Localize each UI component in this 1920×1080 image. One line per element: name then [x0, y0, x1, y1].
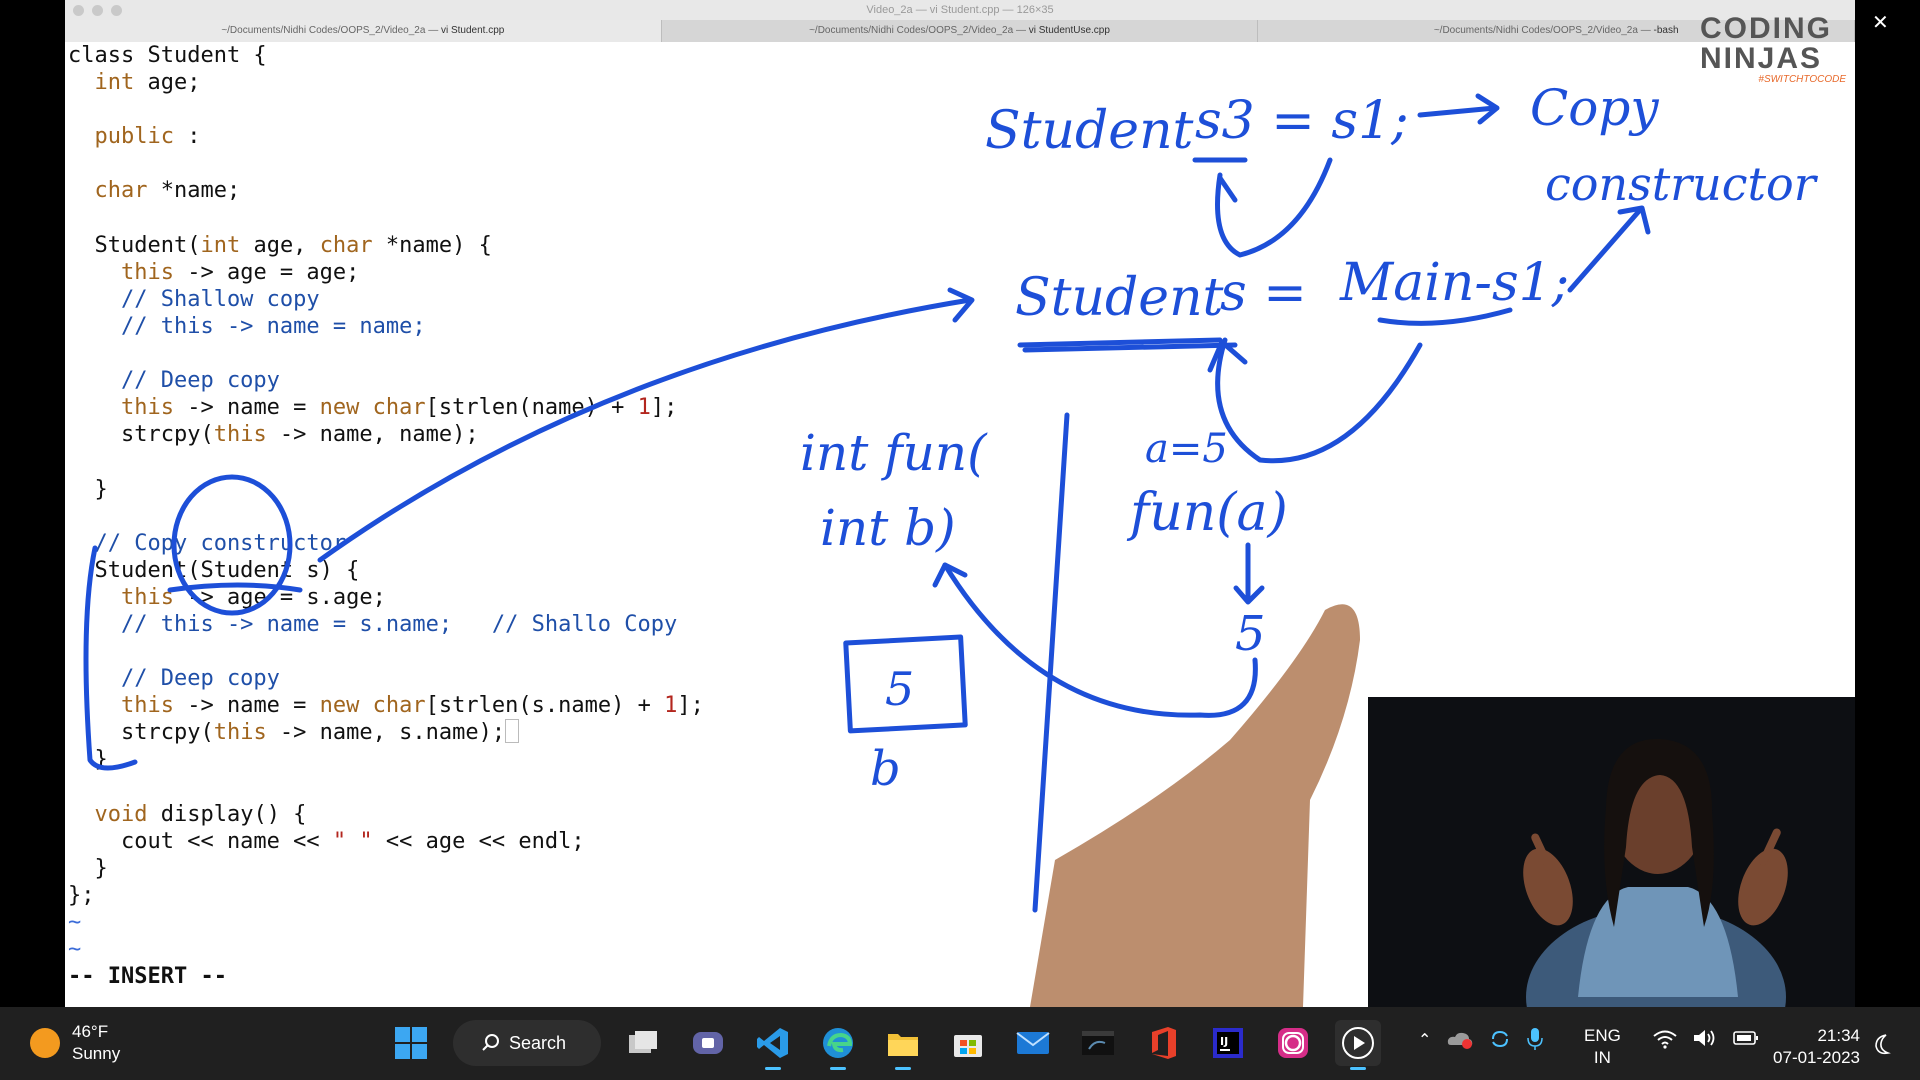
- code-line[interactable]: class Student {: [68, 43, 267, 68]
- sync-icon[interactable]: [1489, 1028, 1511, 1050]
- webcam-overlay: [1368, 697, 1855, 1007]
- code-line[interactable]: char *name;: [94, 178, 241, 204]
- sun-icon: [30, 1028, 60, 1058]
- code-line[interactable]: [68, 150, 704, 177]
- code-line[interactable]: }: [68, 855, 108, 881]
- code-line[interactable]: int age;: [94, 70, 201, 96]
- weather-temp: 46°F: [72, 1022, 109, 1041]
- folder-icon: [888, 1034, 918, 1056]
- code-line[interactable]: [68, 503, 704, 530]
- coding-ninjas-logo: CODING NINJAS #SWITCHTOCODE: [1700, 12, 1846, 86]
- code-line[interactable]: [68, 448, 704, 475]
- code-line[interactable]: void display() {: [94, 801, 307, 827]
- teams-icon: [693, 1032, 723, 1054]
- vscode-button[interactable]: [750, 1020, 796, 1070]
- svg-text:IJ: IJ: [1220, 1035, 1228, 1048]
- tab-student-cpp[interactable]: ~/Documents/Nidhi Codes/OOPS_2/Video_2a …: [65, 20, 662, 42]
- code-line[interactable]: this -> age = age;: [120, 259, 360, 285]
- store-icon: [954, 1035, 982, 1057]
- volume-icon: [1694, 1030, 1715, 1046]
- code-line[interactable]: this -> name = new char[strlen(s.name) +…: [120, 693, 704, 719]
- media-player-button[interactable]: [1335, 1020, 1381, 1070]
- terminal-tabs: ~/Documents/Nidhi Codes/OOPS_2/Video_2a …: [65, 20, 1855, 42]
- weather-widget[interactable]: 46°F Sunny: [30, 1021, 120, 1065]
- office-button[interactable]: [1140, 1020, 1186, 1066]
- code-line[interactable]: -- INSERT --: [68, 964, 227, 990]
- code-line[interactable]: this -> age = s.age;: [120, 584, 386, 610]
- mail-button[interactable]: [1010, 1020, 1056, 1066]
- task-view-button[interactable]: [620, 1020, 666, 1066]
- taskbar-search[interactable]: Search: [453, 1020, 601, 1066]
- code-line[interactable]: [68, 340, 704, 367]
- taskbar: 46°F Sunny Search IJ ⌃: [0, 1007, 1920, 1080]
- instagram-button[interactable]: [1270, 1020, 1316, 1066]
- battery-icon: [1733, 1031, 1758, 1045]
- edge-icon: [823, 1028, 853, 1058]
- code-line[interactable]: strcpy(this -> name, s.name);: [68, 719, 704, 746]
- code-line[interactable]: [68, 205, 704, 232]
- office-icon: [1152, 1027, 1176, 1059]
- tab-studentuse-cpp[interactable]: ~/Documents/Nidhi Codes/OOPS_2/Video_2a …: [662, 20, 1259, 42]
- play-icon: [1342, 1027, 1374, 1059]
- edge-button[interactable]: [815, 1020, 861, 1070]
- intellij-button[interactable]: IJ: [1205, 1020, 1251, 1066]
- chevron-up-icon[interactable]: ⌃: [1418, 1029, 1432, 1049]
- task-view-icon: [629, 1031, 657, 1053]
- code-line[interactable]: ~: [68, 910, 82, 935]
- onedrive-icon[interactable]: [1447, 1029, 1473, 1049]
- code-line[interactable]: // this -> name = name;: [68, 313, 426, 339]
- focus-moon-icon[interactable]: [1872, 1033, 1892, 1057]
- taskbar-apps: Search IJ: [388, 1020, 1381, 1070]
- vscode-icon: [757, 1028, 788, 1058]
- close-light[interactable]: [73, 5, 84, 16]
- code-line[interactable]: Student(Student s) {: [68, 557, 360, 583]
- start-button[interactable]: [388, 1020, 434, 1066]
- code-line[interactable]: this -> name = new char[strlen(name) + 1…: [120, 395, 678, 421]
- presenter-image: [1368, 697, 1855, 1007]
- mysql-icon: [1082, 1031, 1114, 1055]
- code-line[interactable]: // Deep copy: [68, 368, 280, 394]
- text-cursor: [505, 719, 520, 744]
- weather-condition: Sunny: [72, 1044, 121, 1063]
- minimize-light[interactable]: [92, 5, 103, 16]
- code-line[interactable]: [68, 774, 704, 801]
- code-line[interactable]: strcpy(this -> name, name);: [68, 422, 479, 448]
- intellij-icon: IJ: [1213, 1028, 1243, 1058]
- mail-icon: [1016, 1032, 1050, 1054]
- code-line[interactable]: }: [68, 747, 108, 773]
- language-indicator[interactable]: ENG IN: [1584, 1026, 1621, 1067]
- terminal-window: Video_2a — vi Student.cpp — 126×35 ~/Doc…: [65, 0, 1855, 1007]
- system-status[interactable]: [1652, 1027, 1760, 1049]
- teams-button[interactable]: [685, 1020, 731, 1066]
- code-line[interactable]: ~: [68, 937, 82, 963]
- zoom-light[interactable]: [111, 5, 122, 16]
- code-line[interactable]: // Copy constructor: [68, 530, 347, 556]
- code-line[interactable]: // Deep copy: [68, 666, 280, 692]
- store-button[interactable]: [945, 1020, 991, 1066]
- code-line[interactable]: [68, 638, 704, 665]
- system-tray: ⌃: [1418, 1027, 1544, 1051]
- code-line[interactable]: [68, 96, 704, 123]
- code-line[interactable]: // this -> name = s.name; // Shallo Copy: [68, 611, 678, 637]
- instagram-icon: [1278, 1028, 1308, 1058]
- close-icon[interactable]: ✕: [1872, 10, 1889, 34]
- mysql-button[interactable]: [1075, 1020, 1121, 1066]
- search-icon: [482, 1034, 499, 1051]
- code-line[interactable]: // Shallow copy: [68, 286, 320, 312]
- window-titlebar: Video_2a — vi Student.cpp — 126×35: [65, 0, 1855, 20]
- code-editor[interactable]: class Student { int age; public : char *…: [68, 42, 704, 990]
- file-explorer-button[interactable]: [880, 1020, 926, 1070]
- wifi-icon: [1653, 1030, 1677, 1049]
- window-controls[interactable]: [73, 5, 122, 16]
- code-line[interactable]: public :: [94, 124, 201, 150]
- window-title: Video_2a — vi Student.cpp — 126×35: [866, 4, 1054, 16]
- code-line[interactable]: };: [68, 882, 95, 908]
- code-line[interactable]: }: [68, 476, 108, 502]
- code-line[interactable]: Student(int age, char *name) {: [68, 232, 492, 258]
- windows-icon: [395, 1027, 427, 1059]
- microphone-icon[interactable]: [1527, 1027, 1544, 1051]
- clock[interactable]: 21:34 07-01-2023: [1773, 1026, 1860, 1067]
- tab-bash[interactable]: ~/Documents/Nidhi Codes/OOPS_2/Video_2a …: [1258, 20, 1855, 42]
- code-line[interactable]: cout << name << " " << age << endl;: [68, 828, 585, 854]
